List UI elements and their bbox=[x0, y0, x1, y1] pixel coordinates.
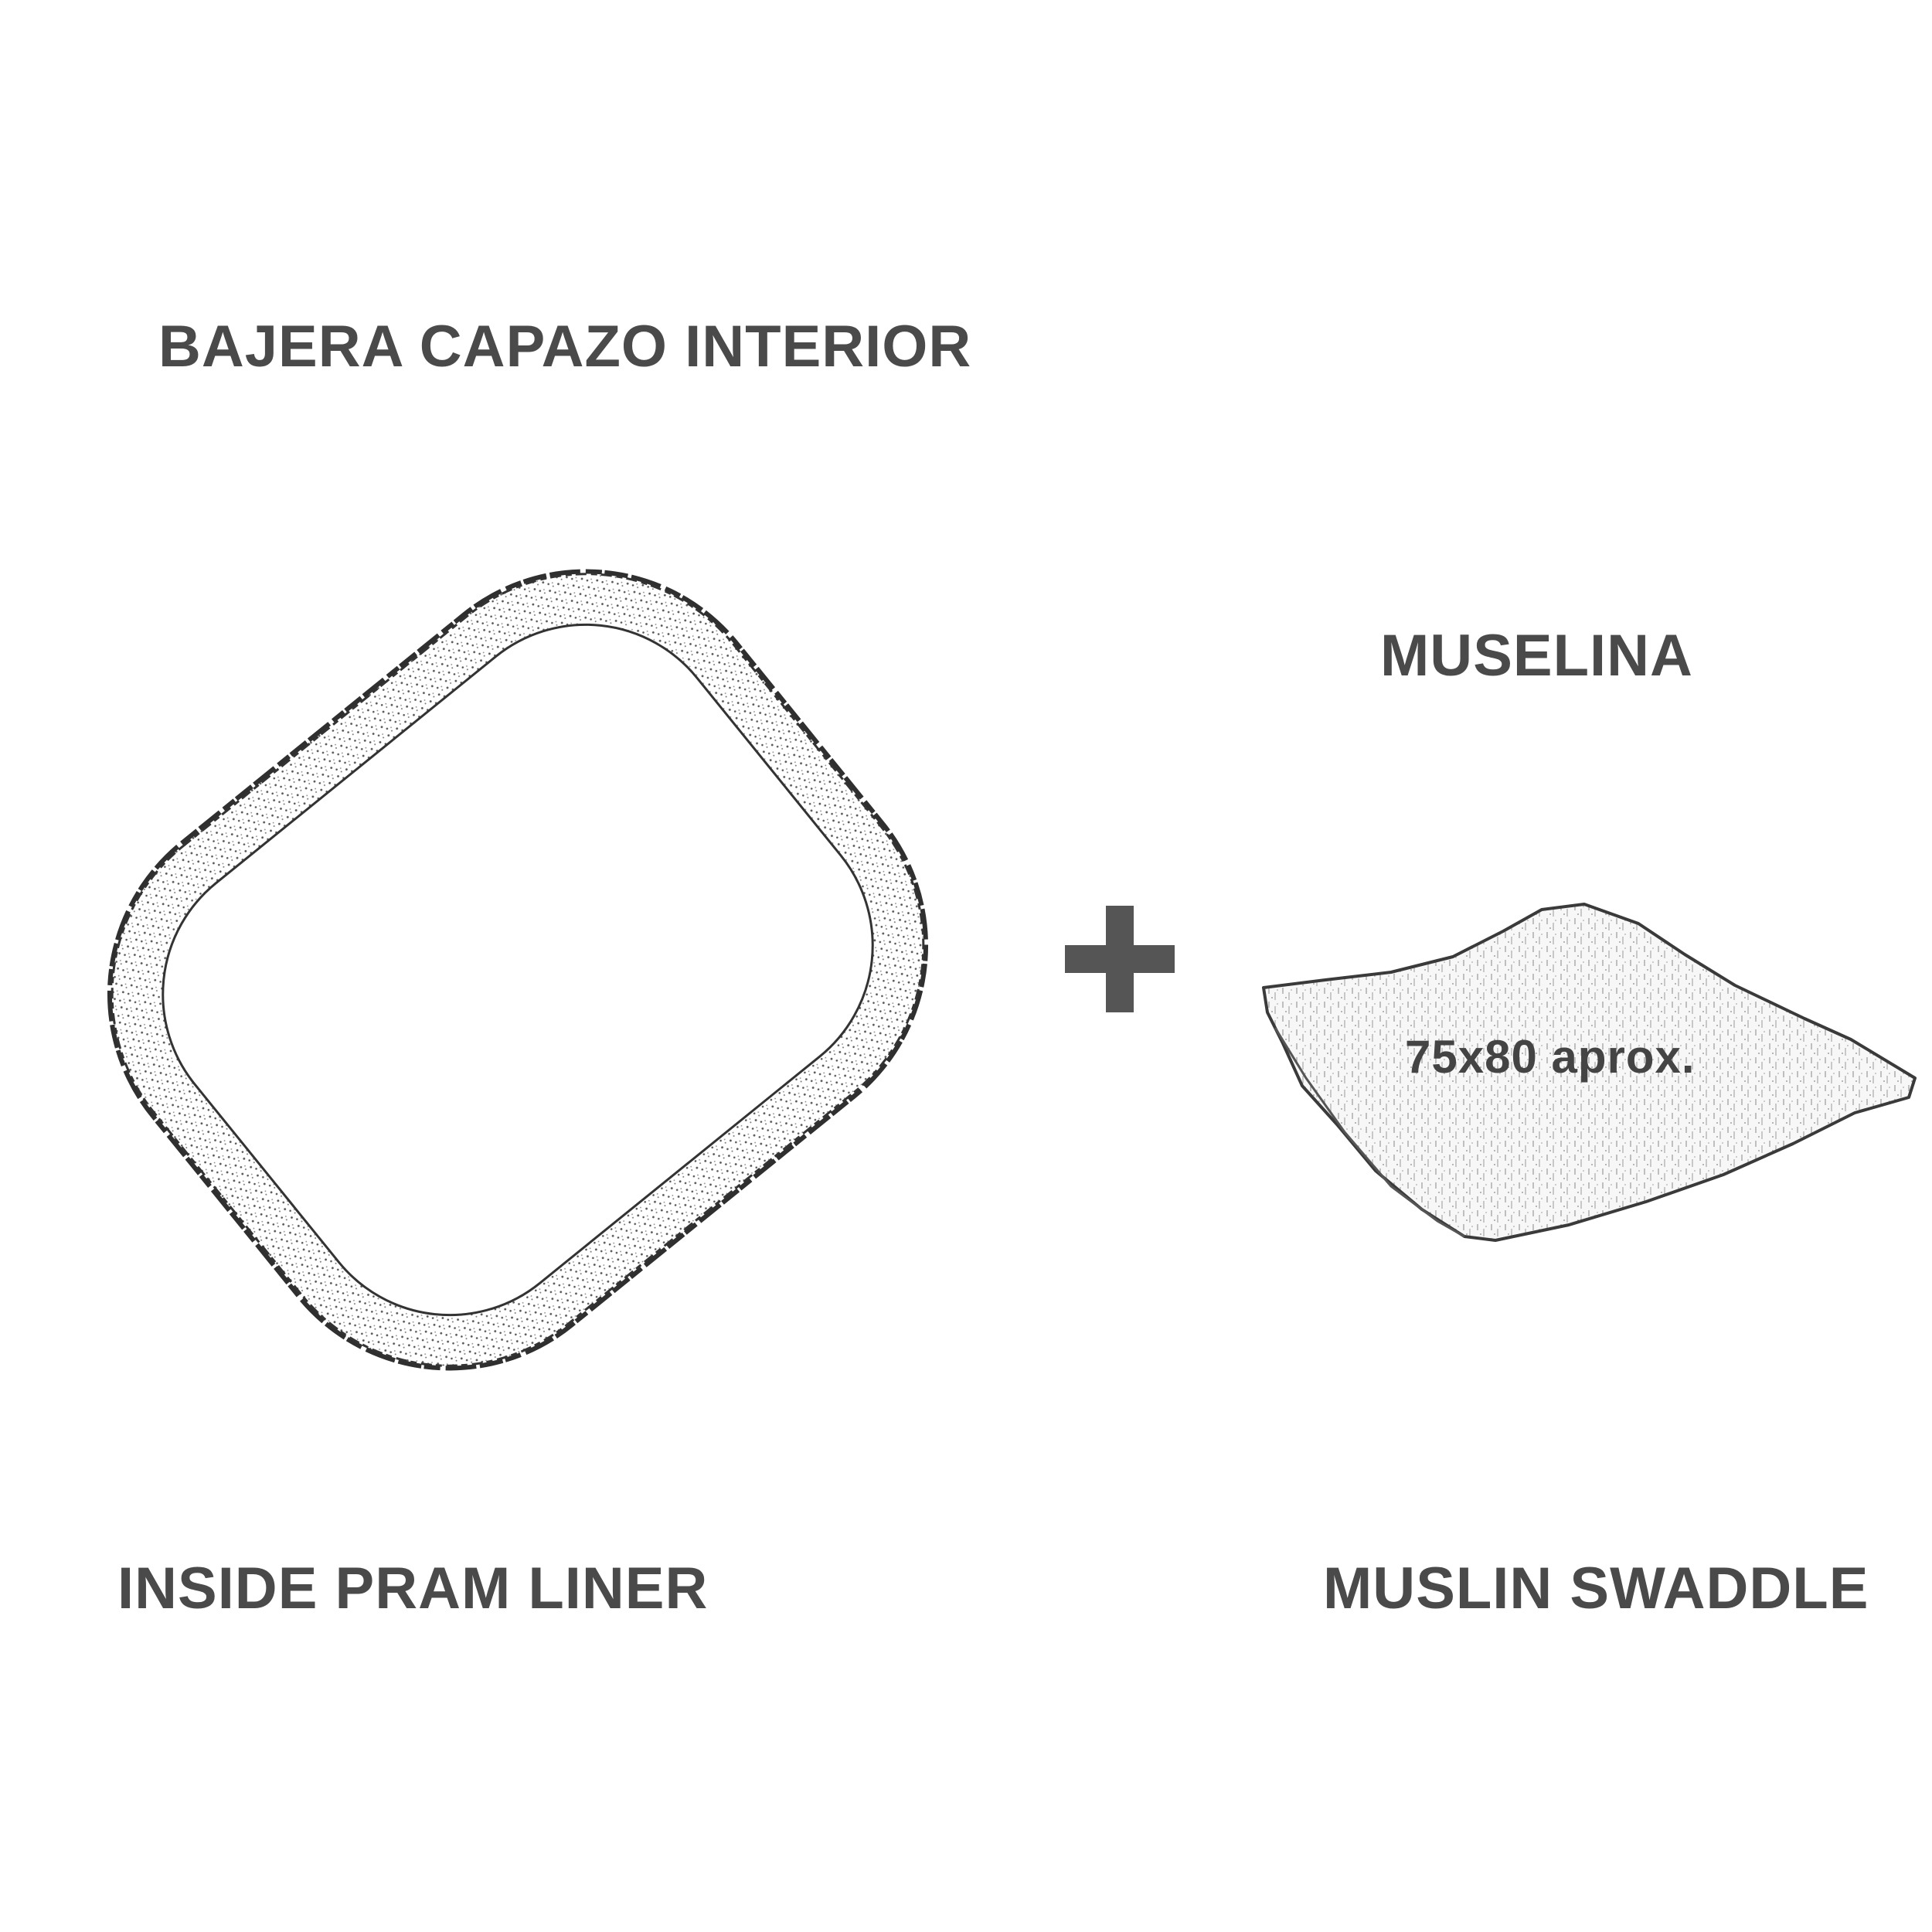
muslin-swaddle-illustration bbox=[1262, 903, 1917, 1242]
muslin-title-english: MUSLIN SWADDLE bbox=[1323, 1556, 1869, 1621]
plus-icon bbox=[1065, 906, 1175, 1012]
muslin-size-label: 75x80 aprox. bbox=[1405, 1031, 1696, 1083]
pram-liner-title-spanish: BAJERA CAPAZO INTERIOR bbox=[158, 314, 972, 379]
muslin-title-spanish: MUSELINA bbox=[1380, 623, 1693, 689]
pram-liner-illustration bbox=[107, 569, 929, 1371]
pram-liner-title-english: INSIDE PRAM LINER bbox=[117, 1556, 709, 1621]
